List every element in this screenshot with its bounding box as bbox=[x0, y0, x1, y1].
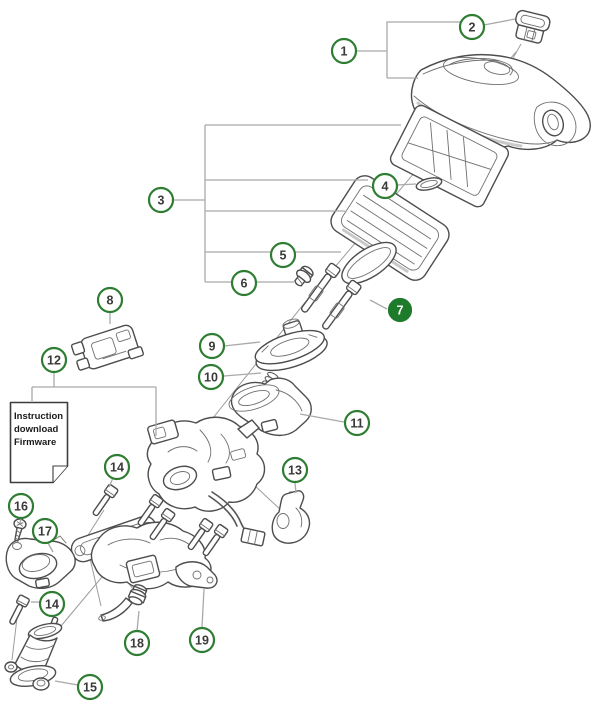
callout-label: 18 bbox=[130, 637, 144, 651]
callout-8[interactable]: 8 bbox=[96, 286, 124, 314]
callout-label: 6 bbox=[241, 277, 248, 291]
callout-1[interactable]: 1 bbox=[330, 37, 358, 65]
part-bolt-long-1 bbox=[300, 262, 341, 313]
callout-label: 15 bbox=[83, 681, 97, 695]
part-bolt-long-2 bbox=[321, 279, 362, 330]
callout-12[interactable]: 12 bbox=[40, 346, 68, 374]
callout-15[interactable]: 15 bbox=[76, 673, 104, 701]
callout-label: 8 bbox=[107, 294, 114, 308]
part-cap bbox=[515, 9, 551, 44]
part-mount-bolt bbox=[149, 507, 176, 541]
part-gasket bbox=[341, 241, 397, 285]
callout-label: 2 bbox=[469, 21, 476, 35]
part-bolt-short bbox=[9, 594, 30, 625]
callout-label: 12 bbox=[47, 354, 61, 368]
leader-lines bbox=[19, 18, 516, 686]
part-screw bbox=[294, 265, 314, 287]
part-carburetor-assembly bbox=[146, 416, 266, 547]
part-intake-boot bbox=[4, 616, 63, 691]
part-module bbox=[70, 324, 144, 371]
instruction-note: Instruction download Firmware bbox=[9, 401, 69, 484]
callout-label: 9 bbox=[209, 340, 216, 354]
part-screw-small bbox=[13, 518, 27, 542]
callout-14a[interactable]: 14 bbox=[103, 453, 131, 481]
callout-9[interactable]: 9 bbox=[198, 332, 226, 360]
callout-label: 19 bbox=[195, 634, 209, 648]
part-washer bbox=[415, 177, 443, 191]
part-mount-bolt bbox=[137, 493, 164, 527]
callout-19[interactable]: 19 bbox=[188, 626, 216, 654]
callout-label: 5 bbox=[280, 249, 287, 263]
callout-label: 14 bbox=[45, 598, 59, 612]
callout-4[interactable]: 4 bbox=[371, 172, 399, 200]
note-line-2: download bbox=[14, 424, 59, 435]
part-cover-plate bbox=[5, 535, 76, 590]
part-fuel-hose bbox=[98, 584, 148, 622]
callout-17[interactable]: 17 bbox=[31, 517, 59, 545]
callout-11[interactable]: 11 bbox=[343, 409, 371, 437]
part-flange bbox=[254, 318, 328, 372]
part-bracket bbox=[271, 490, 311, 544]
callout-5[interactable]: 5 bbox=[269, 241, 297, 269]
callout-6[interactable]: 6 bbox=[230, 269, 258, 297]
callout-3[interactable]: 3 bbox=[147, 186, 175, 214]
callout-label: 16 bbox=[14, 500, 28, 514]
callout-label: 4 bbox=[382, 180, 389, 194]
callout-14b[interactable]: 14 bbox=[38, 590, 66, 618]
callout-10[interactable]: 10 bbox=[197, 363, 225, 391]
part-mount-bolt bbox=[187, 517, 214, 551]
callout-13[interactable]: 13 bbox=[281, 456, 309, 484]
part-mount-bolt bbox=[92, 483, 119, 517]
callout-label: 3 bbox=[158, 194, 165, 208]
part-mount-bolt bbox=[202, 523, 229, 557]
callout-label: 17 bbox=[38, 525, 52, 539]
parts-artwork bbox=[4, 9, 591, 691]
part-manifold-assembly bbox=[70, 483, 229, 590]
callout-2[interactable]: 2 bbox=[458, 13, 486, 41]
callout-18[interactable]: 18 bbox=[123, 629, 151, 657]
callout-label: 7 bbox=[397, 304, 404, 318]
note-line-1: Instruction bbox=[14, 411, 63, 422]
callout-label: 14 bbox=[110, 461, 124, 475]
note-line-3: Firmware bbox=[14, 437, 56, 448]
callout-7[interactable]: 7 bbox=[387, 297, 413, 323]
callout-label: 13 bbox=[288, 464, 302, 478]
callout-label: 1 bbox=[341, 45, 348, 59]
callout-label: 11 bbox=[350, 417, 363, 431]
callout-label: 10 bbox=[204, 371, 218, 385]
callout-16[interactable]: 16 bbox=[7, 492, 35, 520]
